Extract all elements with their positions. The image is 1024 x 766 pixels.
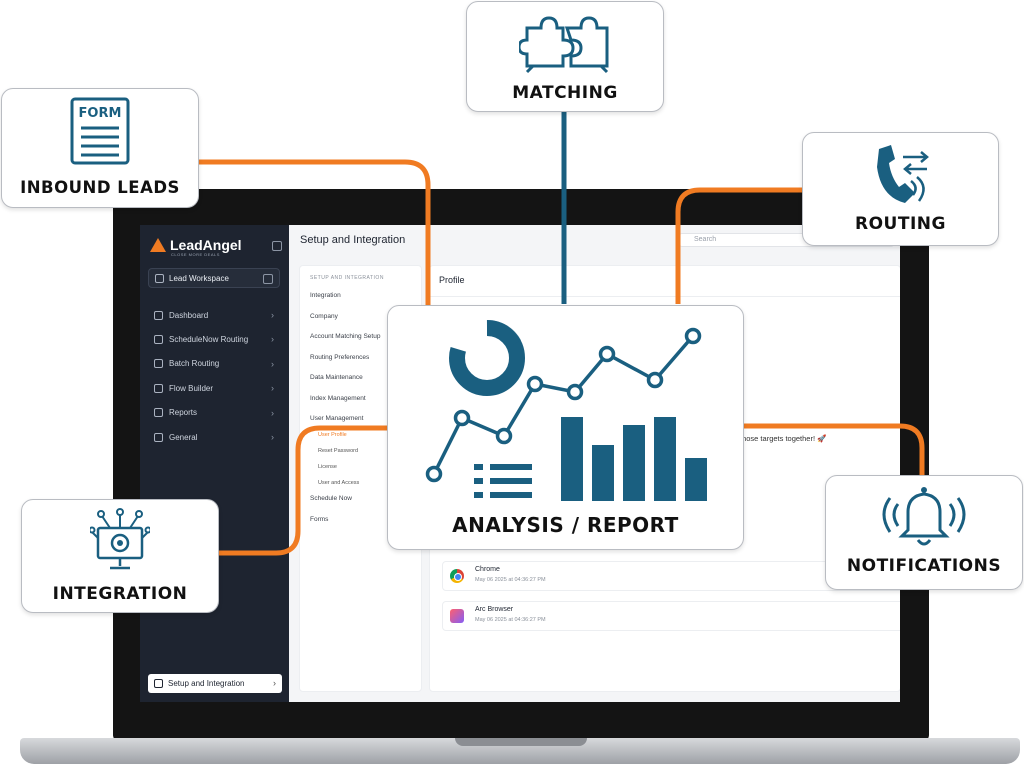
setup-button-label: Setup and Integration: [168, 679, 245, 688]
integration-label: INTEGRATION: [52, 584, 188, 604]
reports-icon: [154, 408, 163, 418]
sidebar-item-label: Batch Routing: [169, 359, 220, 369]
inbound-leads-label: INBOUND LEADS: [20, 178, 180, 197]
notifications-label: NOTIFICATIONS: [846, 556, 1002, 576]
submenu-item-schedule-now[interactable]: Schedule Now: [310, 495, 352, 502]
chevron-right-icon: ›: [271, 334, 274, 345]
session-row: Arc Browser May 06 2025 at 04:36:27 PM: [442, 601, 900, 631]
routing-label: ROUTING: [855, 214, 946, 234]
grid-icon: [155, 273, 164, 283]
divider: [430, 296, 900, 297]
inbound-leads-card: FORM INBOUND LEADS: [1, 88, 199, 208]
sidebar-item-label: Dashboard: [169, 310, 209, 320]
wire-notifications: [742, 423, 925, 476]
submenu-item-routing-preferences[interactable]: Routing Preferences: [310, 353, 370, 361]
chevron-right-icon: ›: [271, 407, 274, 418]
sidebar-item-dashboard[interactable]: Dashboard ›: [148, 303, 280, 327]
cube-icon: [154, 432, 163, 442]
brand-name: LeadAngel: [170, 237, 242, 253]
submenu-item-index-management[interactable]: Index Management: [310, 394, 366, 402]
arc-browser-icon: [450, 609, 464, 623]
flow-icon: [154, 383, 163, 393]
updown-icon: [263, 274, 273, 284]
sidebar: LeadAngel CLOSE MORE DEALS Lead Workspac…: [140, 225, 289, 702]
submenu-heading: SETUP AND INTEGRATION: [310, 275, 384, 281]
profile-message: hit those targets together! 🚀: [730, 434, 827, 443]
submenu-item-account-matching[interactable]: Account Matching Setup: [310, 333, 381, 340]
integration-card: INTEGRATION: [21, 499, 219, 613]
analysis-report-card: ANALYSIS / REPORT: [387, 305, 744, 550]
form-icon-text: FORM: [79, 106, 122, 121]
setup-integration-button[interactable]: Setup and Integration ›: [148, 674, 282, 693]
sidebar-item-batch-routing[interactable]: Batch Routing ›: [148, 352, 280, 376]
sidebar-item-schedulenow-routing[interactable]: ScheduleNow Routing ›: [148, 327, 280, 351]
sidebar-item-reports[interactable]: Reports ›: [148, 401, 280, 425]
session-name: Chrome: [475, 566, 500, 573]
submenu-item-forms[interactable]: Forms: [310, 515, 329, 523]
submenu-item-reset-password[interactable]: Reset Password: [318, 448, 359, 454]
matching-card: MATCHING: [466, 1, 664, 112]
matching-label: MATCHING: [512, 83, 618, 103]
puzzle-icon: [519, 16, 609, 74]
sidebar-item-label: ScheduleNow Routing: [169, 335, 249, 345]
phone-forward-icon: [877, 145, 929, 203]
chevron-right-icon: ›: [271, 310, 274, 320]
analytics-icon: [425, 320, 707, 501]
sidebar-collapse-icon[interactable]: [272, 241, 282, 251]
laptop-notch: [455, 738, 587, 746]
submenu-item-user-access[interactable]: User and Access: [318, 480, 360, 486]
settings-icon: [154, 679, 163, 688]
session-date: May 06 2025 at 04:36:27 PM: [475, 577, 546, 583]
brand-mark-icon: [150, 238, 166, 252]
submenu-list: Integration Company Account Matching Set…: [310, 290, 420, 534]
chevron-right-icon: ›: [271, 431, 274, 442]
workspace-selector[interactable]: Lead Workspace: [148, 268, 280, 288]
form-icon: FORM: [70, 97, 130, 165]
session-name: Arc Browser: [475, 606, 514, 613]
session-row: Chrome May 06 2025 at 04:36:27 PM: [442, 561, 900, 591]
workspace-label: Lead Workspace: [169, 273, 229, 283]
brand-tagline: CLOSE MORE DEALS: [171, 252, 220, 257]
dashboard-icon: [154, 310, 163, 320]
session-date: May 06 2025 at 04:36:27 PM: [475, 617, 546, 623]
sidebar-item-label: Flow Builder: [169, 383, 214, 393]
bell-icon: [882, 487, 966, 546]
sidebar-item-general[interactable]: General ›: [148, 425, 280, 449]
sidebar-item-label: General: [169, 432, 198, 442]
chevron-right-icon: ›: [271, 383, 274, 394]
routing-card: ROUTING: [802, 132, 999, 246]
submenu-item-user-management[interactable]: User Management: [310, 415, 364, 422]
sidebar-nav: Dashboard › ScheduleNow Routing › Batch Ro…: [148, 303, 280, 449]
submenu-item-company[interactable]: Company: [310, 312, 338, 320]
panel-title: Profile: [439, 275, 465, 285]
integration-gear-icon: [90, 508, 150, 570]
wire-integration: [218, 425, 388, 556]
sidebar-item-label: Reports: [169, 408, 198, 418]
brand-logo: LeadAngel: [150, 237, 242, 253]
chrome-icon: [450, 569, 464, 583]
chevron-right-icon: ›: [271, 358, 274, 369]
page-title: Setup and Integration: [300, 234, 406, 246]
batch-icon: [154, 359, 163, 369]
analysis-report-label: ANALYSIS / REPORT: [452, 513, 679, 537]
clock-icon: [154, 335, 163, 345]
chevron-right-icon: ›: [273, 678, 276, 688]
wire-inbound-leads: [196, 159, 431, 306]
submenu-item-license[interactable]: License: [318, 464, 337, 470]
submenu-item-user-profile[interactable]: User Profile: [318, 432, 347, 438]
wire-routing: [675, 187, 802, 304]
notifications-card: NOTIFICATIONS: [825, 475, 1023, 590]
submenu-item-data-maintenance[interactable]: Data Maintenance: [310, 374, 363, 381]
submenu-item-integration[interactable]: Integration: [310, 292, 341, 299]
sidebar-item-flow-builder[interactable]: Flow Builder ›: [148, 376, 280, 400]
